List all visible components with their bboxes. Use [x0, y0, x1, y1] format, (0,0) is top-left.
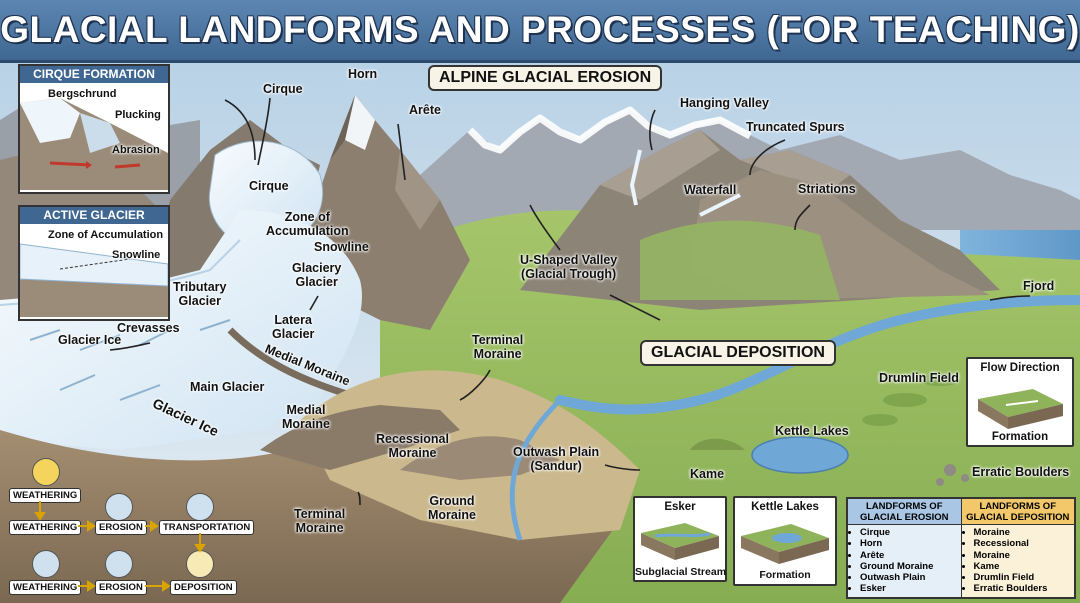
drumlin-block-diagram — [978, 389, 1063, 429]
legend-deposition-item: Recessional — [974, 538, 1075, 549]
legend-deposition-item: Drumlin Field — [974, 572, 1075, 583]
label-kettle-lakes: Kettle Lakes — [775, 424, 849, 438]
legend-deposition-list: Moraine Recessional Moraine Kame Drumlin… — [962, 527, 1075, 595]
label-glacier-ice-left: Glacier Ice — [58, 333, 122, 347]
legend-erosion-item: Cirque — [860, 527, 961, 538]
label-active-zone-of-accumulation: Zone of Accumulation — [48, 229, 164, 241]
legend-deposition-title: LANDFORMS OF GLACIAL DEPOSITION — [961, 499, 1074, 525]
label-active-snowline: Snowline — [112, 249, 161, 261]
label-latera-glacier: Latera Glacier — [272, 313, 315, 341]
kettle-lakes-inset-title: Kettle Lakes — [751, 501, 819, 513]
active-glacier-title: ACTIVE GLACIER — [20, 207, 168, 224]
label-plucking: Plucking — [115, 109, 161, 121]
cirque-block-diagram — [20, 98, 168, 190]
label-truncated-spurs: Truncated Spurs — [746, 120, 845, 134]
legend-erosion-column: LANDFORMS OF GLACIAL EROSION Cirque Horn… — [848, 499, 962, 597]
flow-row3-step1: WEATHERING — [9, 580, 82, 595]
legend-erosion-item: Horn — [860, 538, 961, 549]
legend-erosion-item: Esker — [860, 583, 961, 594]
label-glaciery-glacier: Glaciery Glacier — [292, 261, 342, 289]
label-recessional-moraine: Recessional Moraine — [376, 432, 449, 460]
label-bergschrund: Bergschrund — [48, 88, 117, 100]
label-erratic-boulders: Erratic Boulders — [972, 465, 1070, 479]
cirque-formation-panel: CIRQUE FORMATION Bergschrund Plucking Ab… — [18, 64, 170, 194]
label-striations: Striations — [798, 182, 856, 196]
legend-deposition-column: LANDFORMS OF GLACIAL DEPOSITION Moraine … — [961, 499, 1075, 597]
title-banner: GLACIAL LANDFORMS AND PROCESSES (FOR TEA… — [0, 0, 1080, 63]
legend-erosion-list: Cirque Horn Arête Ground Moraine Outwash… — [848, 527, 961, 595]
esker-title: Esker — [664, 501, 696, 513]
legend-deposition-item: Moraine — [974, 527, 1075, 538]
kettle-lakes-inset: Kettle Lakes Formation — [733, 496, 837, 586]
erosion-section-tag: ALPINE GLACIAL EROSION — [428, 65, 663, 91]
legend-deposition-item: Erratic Boulders — [974, 583, 1075, 594]
legend-erosion-title: LANDFORMS OF GLACIAL EROSION — [848, 499, 961, 525]
flow-direction-title: Flow Direction — [980, 362, 1060, 374]
label-arete: Arête — [409, 103, 441, 117]
label-zone-of-accumulation: Zone of Accumulation — [266, 210, 349, 238]
kettle-lake-block-diagram — [741, 524, 829, 564]
active-glacier-panel: ACTIVE GLACIER Zone of Accumulation Snow… — [18, 205, 170, 321]
legend-deposition-item: Moraine — [974, 550, 1075, 561]
label-ground-moraine: Ground Moraine — [428, 494, 476, 522]
landforms-legend: LANDFORMS OF GLACIAL EROSION Cirque Horn… — [846, 497, 1076, 599]
label-tributary-glacier: Tributary Glacier — [173, 280, 227, 308]
rain-cloud-icon — [32, 550, 60, 578]
flow-row3-step3: DEPOSITION — [170, 580, 237, 595]
rock-fragments-icon — [105, 493, 133, 521]
label-hanging-valley: Hanging Valley — [680, 96, 769, 110]
label-terminal-moraine-bottom: Terminal Moraine — [294, 507, 346, 535]
process-arrows — [34, 501, 206, 592]
flow-row2-step2: EROSION — [95, 520, 147, 535]
label-u-shaped-valley: U-Shaped Valley (Glacial Trough) — [520, 253, 618, 281]
flow-row1-step1: WEATHERING — [9, 488, 82, 503]
label-fjord: Fjord — [1023, 279, 1055, 293]
legend-deposition-item: Kame — [974, 561, 1075, 572]
cirque-formation-title: CIRQUE FORMATION — [20, 66, 168, 83]
flow-row2-step3: TRANSPORTATION — [159, 520, 255, 535]
sun-icon — [32, 458, 60, 486]
rocks-icon — [105, 550, 133, 578]
label-snowline: Snowline — [314, 240, 369, 254]
legend-erosion-item: Ground Moraine — [860, 561, 961, 572]
label-crevasses: Crevasses — [117, 321, 180, 335]
page-title: GLACIAL LANDFORMS AND PROCESSES (FOR TEA… — [0, 9, 1080, 50]
label-cirque: Cirque — [249, 179, 289, 193]
legend-erosion-item: Arête — [860, 550, 961, 561]
label-horn: Horn — [348, 67, 378, 81]
flow-row2-step1: WEATHERING — [9, 520, 82, 535]
label-medial-moraine: Medial Moraine — [282, 403, 330, 431]
label-abrasion: Abrasion — [112, 144, 160, 156]
legend-erosion-item: Outwash Plain — [860, 572, 961, 583]
label-terminal-moraine-top: Terminal Moraine — [472, 333, 524, 361]
label-outwash-plain: Outwash Plain (Sandur) — [513, 445, 600, 473]
flow-row3-step2: EROSION — [95, 580, 147, 595]
flow-direction-inset: Flow Direction Formation — [966, 357, 1074, 447]
flow-direction-caption: Formation — [991, 431, 1049, 443]
label-waterfall: Waterfall — [684, 183, 737, 197]
label-cirque-top: Cirque — [263, 82, 303, 96]
esker-caption: Subglacial Stream — [635, 566, 727, 578]
deposition-section-tag: GLACIAL DEPOSITION — [640, 340, 836, 366]
esker-inset: Esker Subglacial Stream — [633, 496, 727, 582]
label-kame: Kame — [690, 467, 725, 481]
kettle-lakes-inset-caption: Formation — [759, 569, 811, 581]
truck-icon — [186, 493, 214, 521]
label-main-glacier: Main Glacier — [190, 380, 265, 394]
label-drumlin-field: Drumlin Field — [879, 371, 959, 385]
esker-block-diagram — [641, 523, 719, 560]
